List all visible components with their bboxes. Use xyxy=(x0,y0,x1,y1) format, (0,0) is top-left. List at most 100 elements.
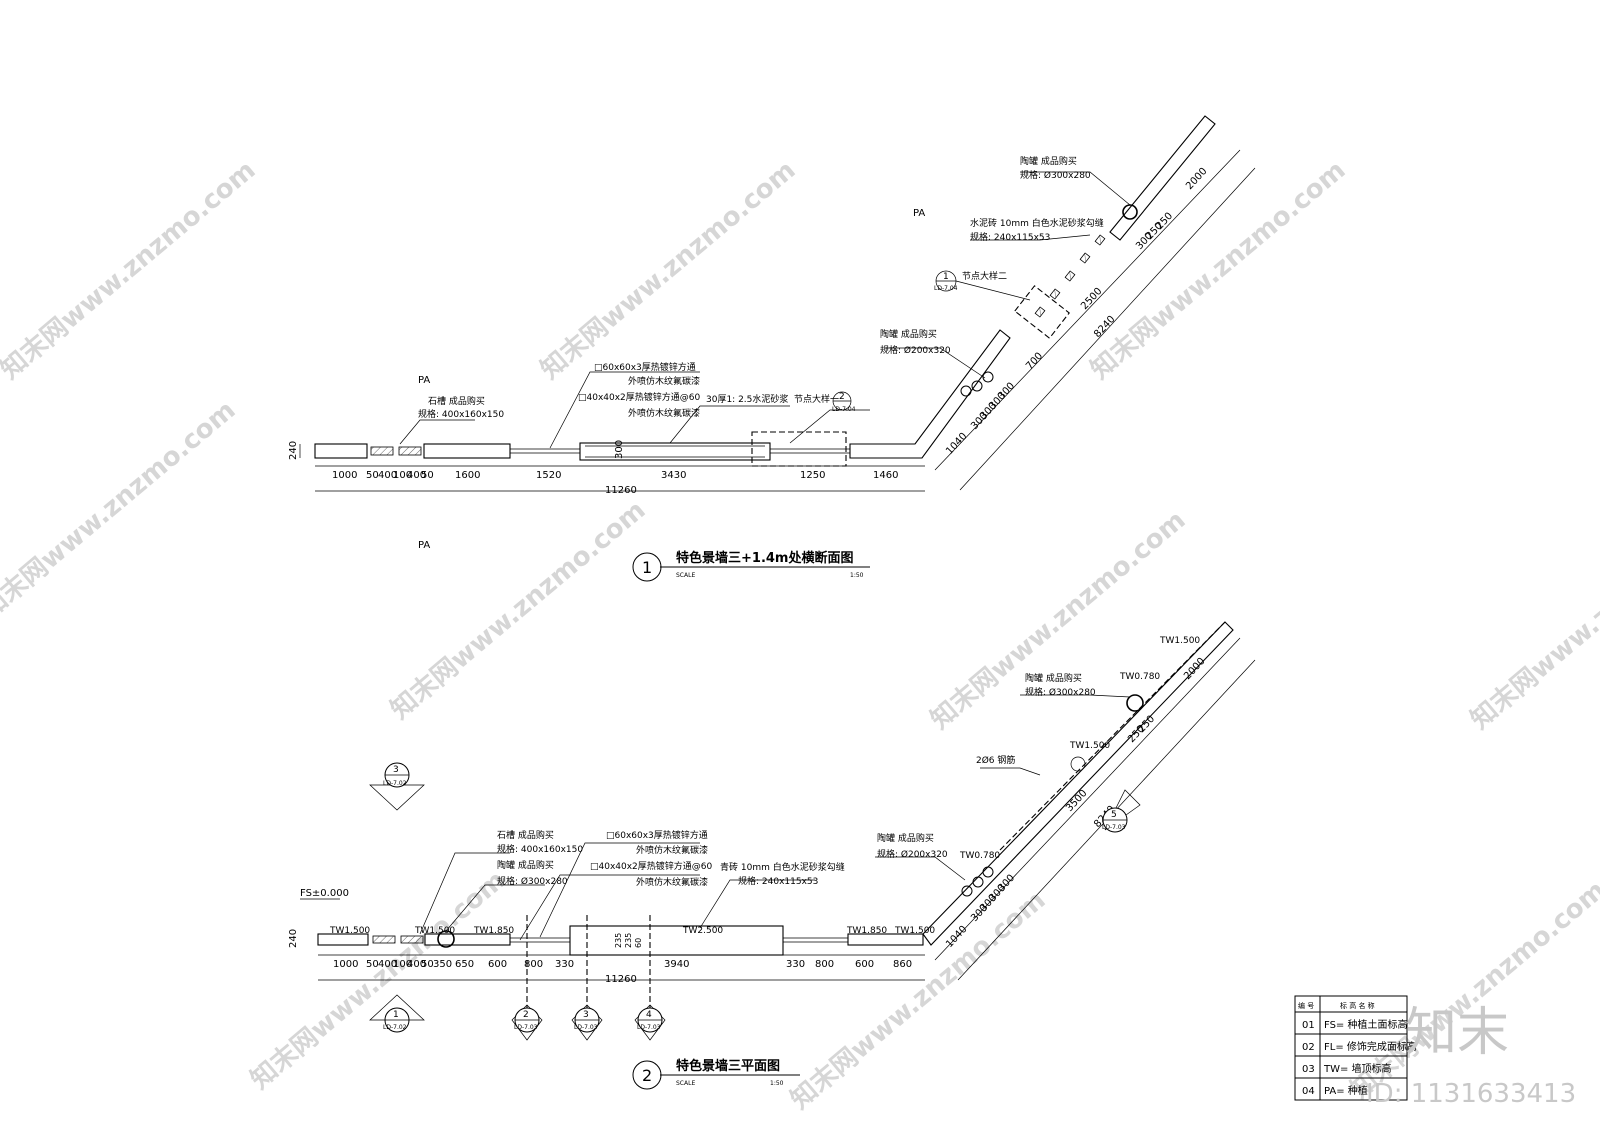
svg-text:FL= 修饰完成面标高: FL= 修饰完成面标高 xyxy=(1324,1040,1417,1053)
marker-3-703[interactable]: 3 LD-7.03 xyxy=(571,1004,603,1041)
svg-text:1: 1 xyxy=(393,1010,399,1020)
svg-text:2500: 2500 xyxy=(1079,286,1104,312)
scale-value: 1:50 xyxy=(850,572,864,579)
marker-2-703[interactable]: 2 LD-7.03 xyxy=(511,1004,543,1041)
svg-text:100: 100 xyxy=(393,959,412,970)
svg-text:1600: 1600 xyxy=(455,470,480,481)
svg-text:□60x60x3厚热镀锌方通: □60x60x3厚热镀锌方通 xyxy=(606,829,708,841)
svg-text:陶罐 成品购买: 陶罐 成品购买 xyxy=(1020,155,1077,167)
marker-5-703[interactable]: 5 LD-7.03 xyxy=(1102,789,1141,833)
svg-text:TW2.500: TW2.500 xyxy=(682,926,723,936)
svg-text:1520: 1520 xyxy=(536,470,561,481)
svg-text:1000: 1000 xyxy=(333,959,358,970)
svg-text:规格: Ø300x280: 规格: Ø300x280 xyxy=(1025,686,1096,698)
svg-text:□60x60x3厚热镀锌方通: □60x60x3厚热镀锌方通 xyxy=(594,361,696,373)
svg-text:235: 235 xyxy=(614,933,623,948)
rebar-circle xyxy=(1070,756,1086,772)
svg-text:01: 01 xyxy=(1302,1020,1315,1031)
wall-diagonal xyxy=(849,329,1011,459)
svg-text:外喷仿木纹氟碳漆: 外喷仿木纹氟碳漆 xyxy=(636,844,708,856)
svg-text:LD-7.02: LD-7.02 xyxy=(383,1024,407,1031)
section-title: 特色景墙三平面图 xyxy=(676,1058,780,1074)
marker-3-702[interactable]: 3 LD-7.02 xyxy=(369,762,425,811)
svg-text:规格: Ø300x280: 规格: Ø300x280 xyxy=(497,875,568,887)
svg-text:规格: Ø200x320: 规格: Ø200x320 xyxy=(877,848,948,860)
jar-small xyxy=(982,866,994,878)
svg-text:3: 3 xyxy=(583,1010,589,1020)
svg-text:PA= 种植: PA= 种植 xyxy=(1324,1084,1368,1097)
svg-text:600: 600 xyxy=(855,959,874,970)
svg-text:800: 800 xyxy=(815,959,834,970)
svg-text:节点大样一: 节点大样一 xyxy=(794,393,839,405)
svg-text:1040: 1040 xyxy=(944,431,969,457)
svg-text:TW0.780: TW0.780 xyxy=(1119,672,1160,682)
svg-text:LD-7.03: LD-7.03 xyxy=(1102,824,1126,831)
marker-1-702[interactable]: 1 LD-7.02 xyxy=(369,994,425,1033)
svg-text:TW1.500: TW1.500 xyxy=(414,926,455,936)
watermark-text: 知末网www.znzmo.com xyxy=(535,155,801,385)
jar-small xyxy=(972,876,984,888)
svg-text:400: 400 xyxy=(407,470,426,481)
svg-text:规格: 240x115x53: 规格: 240x115x53 xyxy=(738,875,818,887)
svg-text:LD-7.02: LD-7.02 xyxy=(383,780,407,787)
svg-text:240: 240 xyxy=(288,929,299,948)
svg-text:TW1.500: TW1.500 xyxy=(1069,741,1110,751)
svg-text:2: 2 xyxy=(839,392,845,402)
dim-300: 300 xyxy=(614,440,625,459)
svg-text:235: 235 xyxy=(624,933,633,948)
stone-trough xyxy=(398,446,422,456)
svg-text:1000: 1000 xyxy=(332,470,357,481)
svg-text:LD-7.03: LD-7.03 xyxy=(514,1024,538,1031)
svg-text:50: 50 xyxy=(421,470,434,481)
jar-small xyxy=(960,385,972,397)
svg-text:陶罐 成品购买: 陶罐 成品购买 xyxy=(880,328,937,340)
svg-text:1:50: 1:50 xyxy=(770,1080,784,1087)
svg-text:石槽 成品购买: 石槽 成品购买 xyxy=(428,395,485,407)
dim-total: 11260 xyxy=(605,485,637,496)
svg-text:规格: Ø300x280: 规格: Ø300x280 xyxy=(1020,169,1091,181)
dims-row-1: 1000 50 400 100 400 50 1600 1520 3430 12… xyxy=(332,470,898,481)
svg-text:700: 700 xyxy=(1024,351,1045,372)
svg-text:50: 50 xyxy=(421,959,434,970)
svg-text:标 高 名 称: 标 高 名 称 xyxy=(1340,1001,1375,1010)
jar-small xyxy=(961,885,973,897)
watermark-text: 知末网www.znzmo.com xyxy=(0,155,261,385)
svg-text:03: 03 xyxy=(1302,1064,1315,1075)
svg-text:TW1.500: TW1.500 xyxy=(329,926,370,936)
svg-text:2000: 2000 xyxy=(1184,166,1209,192)
svg-text:330: 330 xyxy=(786,959,805,970)
marker-4-703[interactable]: 4 LD-7.03 xyxy=(634,1004,666,1041)
watermark-text: 知末网www.znzmo.com xyxy=(385,495,651,725)
svg-text:规格: 240x115x53: 规格: 240x115x53 xyxy=(970,231,1050,243)
svg-text:1: 1 xyxy=(943,272,949,282)
svg-text:TW= 墙顶标高: TW= 墙顶标高 xyxy=(1323,1062,1392,1075)
svg-text:□40x40x2厚热镀锌方通@60: □40x40x2厚热镀锌方通@60 xyxy=(590,860,713,872)
svg-text:3430: 3430 xyxy=(661,470,686,481)
svg-text:规格: Ø200x320: 规格: Ø200x320 xyxy=(880,344,951,356)
svg-text:陶罐 成品购买: 陶罐 成品购买 xyxy=(877,832,934,844)
svg-text:1250: 1250 xyxy=(800,470,825,481)
svg-text:规格: 400x160x150: 规格: 400x160x150 xyxy=(497,843,583,855)
id-watermark: ID: 1131633413 xyxy=(1366,1079,1576,1109)
svg-text:250: 250 xyxy=(1154,211,1175,232)
brick-row xyxy=(1034,234,1106,318)
fs-label: FS±0.000 xyxy=(300,888,349,899)
svg-text:TW1.850: TW1.850 xyxy=(846,926,887,936)
stone-trough xyxy=(370,446,394,456)
svg-text:□40x40x2厚热镀锌方通@60: □40x40x2厚热镀锌方通@60 xyxy=(578,391,701,403)
watermark-text: 知末网www.znzmo.com xyxy=(1465,505,1600,735)
svg-text:LD-7.04: LD-7.04 xyxy=(832,406,856,413)
svg-text:30厚1: 2.5水泥砂浆: 30厚1: 2.5水泥砂浆 xyxy=(706,393,788,405)
watermark-text: 知末网www.znzmo.com xyxy=(0,395,241,625)
pa-label: PA xyxy=(913,208,925,219)
section-2: FS±0.000 240 TW1.500 TW1.500 TW1.850 TW2… xyxy=(288,621,1256,1090)
svg-text:50: 50 xyxy=(366,959,379,970)
dims-row-2: 1000 50 400 100 400 50 350 650 600 800 3… xyxy=(333,959,912,970)
central-wall xyxy=(579,442,771,461)
central-wall-plan xyxy=(569,925,784,956)
svg-text:2Ø6 钢筋: 2Ø6 钢筋 xyxy=(976,754,1015,766)
svg-text:陶罐 成品购买: 陶罐 成品购买 xyxy=(1025,672,1082,684)
svg-text:50: 50 xyxy=(366,470,379,481)
svg-text:400: 400 xyxy=(378,959,397,970)
svg-text:LD-7.04: LD-7.04 xyxy=(934,285,958,292)
